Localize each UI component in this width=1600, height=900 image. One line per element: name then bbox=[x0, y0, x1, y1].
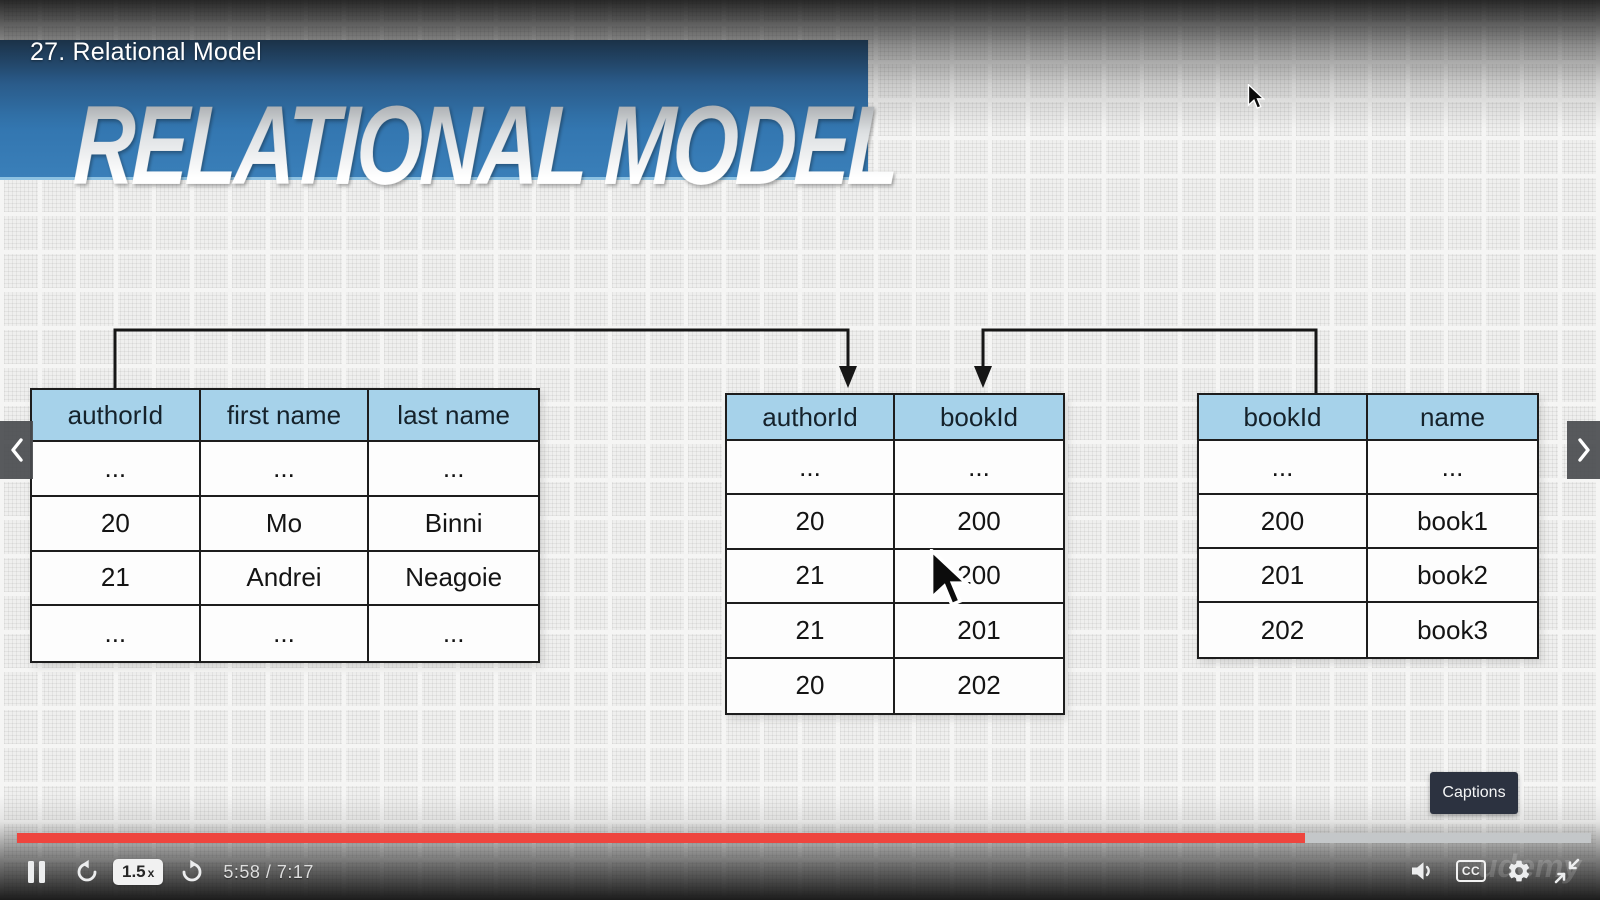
time-display: 5:58 / 7:17 bbox=[223, 861, 314, 882]
table-cell: ... bbox=[369, 442, 538, 497]
exit-expanded-view-button[interactable] bbox=[1552, 856, 1582, 886]
table-cell: book3 bbox=[1368, 603, 1537, 657]
forward-icon bbox=[182, 859, 202, 882]
table-cell: 200 bbox=[895, 549, 1063, 605]
playback-speed-button[interactable]: 1.5 x bbox=[113, 859, 164, 885]
next-slide-chevron-icon bbox=[1577, 438, 1590, 462]
table-cell: ... bbox=[200, 442, 370, 497]
rewind-button[interactable] bbox=[74, 859, 100, 885]
table-cell: ... bbox=[369, 606, 538, 661]
table-cell: 202 bbox=[895, 658, 1063, 713]
volume-button[interactable] bbox=[1410, 859, 1436, 883]
table-cell: 21 bbox=[32, 551, 201, 607]
table-cell: ... bbox=[895, 441, 1063, 496]
pause-button[interactable] bbox=[27, 860, 46, 884]
table-cell: book1 bbox=[1368, 495, 1537, 549]
prev-slide-chevron-icon bbox=[10, 438, 23, 462]
table-cell: ... bbox=[200, 606, 370, 661]
progress-bar[interactable] bbox=[17, 833, 1591, 843]
slide-title: RELATIONAL MODEL bbox=[71, 83, 900, 208]
compress-icon bbox=[1554, 858, 1580, 884]
speed-suffix: x bbox=[147, 866, 155, 880]
settings-button[interactable] bbox=[1506, 858, 1532, 884]
table-cell: ... bbox=[727, 441, 895, 496]
lecture-title: 27. Relational Model bbox=[30, 38, 262, 66]
captions-button[interactable]: CC bbox=[1456, 860, 1486, 882]
table-cell: ... bbox=[1199, 441, 1368, 495]
column-header: authorId bbox=[727, 395, 895, 441]
captions-tooltip: Captions bbox=[1430, 772, 1518, 814]
table-cell: ... bbox=[1368, 441, 1537, 495]
progress-fill bbox=[17, 833, 1305, 843]
table-cell: ... bbox=[32, 606, 201, 661]
column-header: name bbox=[1368, 395, 1537, 441]
column-header: bookId bbox=[895, 395, 1063, 441]
forward-button[interactable] bbox=[179, 859, 205, 885]
table-cell: 20 bbox=[32, 496, 201, 552]
table-cell: 201 bbox=[895, 604, 1063, 659]
volume-icon bbox=[1412, 862, 1430, 880]
column-header: authorId bbox=[32, 390, 201, 442]
pause-icon bbox=[28, 861, 45, 883]
table-cell: ... bbox=[32, 442, 201, 497]
table-cell: Mo bbox=[200, 496, 370, 552]
settings-gear-icon bbox=[1508, 860, 1530, 882]
table-cell: 202 bbox=[1199, 603, 1368, 657]
cc-icon: CC bbox=[1456, 860, 1486, 882]
column-header: first name bbox=[200, 390, 370, 442]
mouse-cursor-top bbox=[1247, 84, 1266, 109]
table-cell: Neagoie bbox=[369, 551, 538, 607]
table-cell: 200 bbox=[1199, 495, 1368, 549]
table-cell: Andrei bbox=[200, 551, 370, 607]
table-cell: 21 bbox=[727, 604, 895, 659]
table-cell: 20 bbox=[727, 658, 895, 713]
speed-value: 1.5 bbox=[122, 862, 146, 881]
column-header: last name bbox=[369, 390, 538, 442]
next-slide-button[interactable] bbox=[1567, 421, 1600, 479]
table-cell: book2 bbox=[1368, 549, 1537, 603]
table-cell: Binni bbox=[369, 496, 538, 552]
table-cell: 200 bbox=[895, 495, 1063, 550]
table-cell: 201 bbox=[1199, 549, 1368, 603]
prev-slide-button[interactable] bbox=[0, 421, 33, 479]
table-cell: 21 bbox=[727, 549, 895, 605]
table-cell: 20 bbox=[727, 495, 895, 550]
rewind-icon bbox=[77, 859, 97, 882]
column-header: bookId bbox=[1199, 395, 1368, 441]
